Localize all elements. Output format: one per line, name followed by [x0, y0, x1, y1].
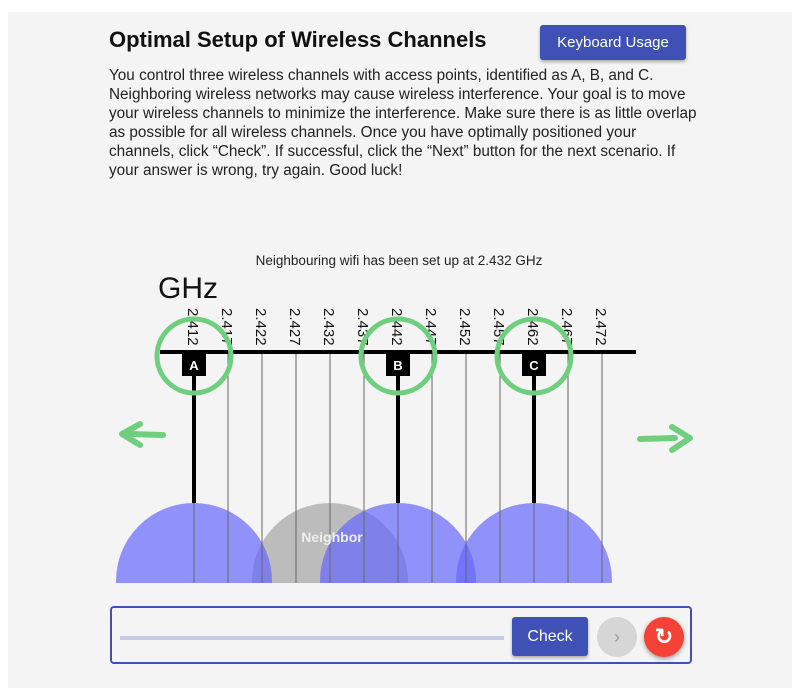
- frequency-tick-label: 2.427: [286, 308, 303, 346]
- frequency-tick-label: 2.417: [218, 308, 235, 346]
- frequency-tick-label: 2.452: [456, 308, 473, 346]
- page-title: Optimal Setup of Wireless Channels: [109, 27, 487, 52]
- channel-highlight-ring: [154, 316, 234, 396]
- right-arrow-icon[interactable]: [637, 424, 693, 453]
- left-arrow-icon[interactable]: [119, 421, 166, 448]
- check-button[interactable]: Check: [512, 617, 588, 656]
- frequency-tick-label: 2.462: [524, 308, 541, 346]
- frequency-tick-label: 2.467: [558, 308, 575, 346]
- refresh-icon: ↻: [654, 624, 674, 649]
- reset-button[interactable]: ↻: [644, 617, 684, 657]
- frequency-tick-label: 2.412: [184, 308, 201, 346]
- chevron-right-icon: ›: [614, 626, 620, 647]
- frequency-tick-label: 2.442: [388, 308, 405, 346]
- neighbor-label: Neighbor: [301, 529, 363, 545]
- channel-highlight-ring: [494, 316, 574, 396]
- neighbour-note: Neighbouring wifi has been set up at 2.4…: [255, 253, 543, 268]
- frequency-tick-label: 2.422: [252, 308, 269, 346]
- channel-label: A: [189, 358, 199, 373]
- frequency-tick-label: 2.447: [422, 308, 439, 346]
- channel-label: C: [529, 358, 539, 373]
- channel-marker: [182, 354, 206, 376]
- keyboard-usage-button[interactable]: Keyboard Usage: [540, 25, 686, 60]
- control-bar: Check › ↻: [110, 606, 692, 664]
- frequency-tick-label: 2.432: [320, 308, 337, 346]
- channel-highlight-ring: [358, 316, 438, 396]
- next-button[interactable]: ›: [597, 617, 637, 657]
- frequency-tick-label: 2.472: [592, 308, 609, 346]
- channel-marker: [386, 354, 410, 376]
- instructions: You control three wireless channels with…: [109, 67, 697, 179]
- channel-label: B: [393, 358, 402, 373]
- channel-marker: [522, 354, 546, 376]
- progress-slider[interactable]: [120, 636, 504, 640]
- unit-label: GHz: [158, 272, 218, 305]
